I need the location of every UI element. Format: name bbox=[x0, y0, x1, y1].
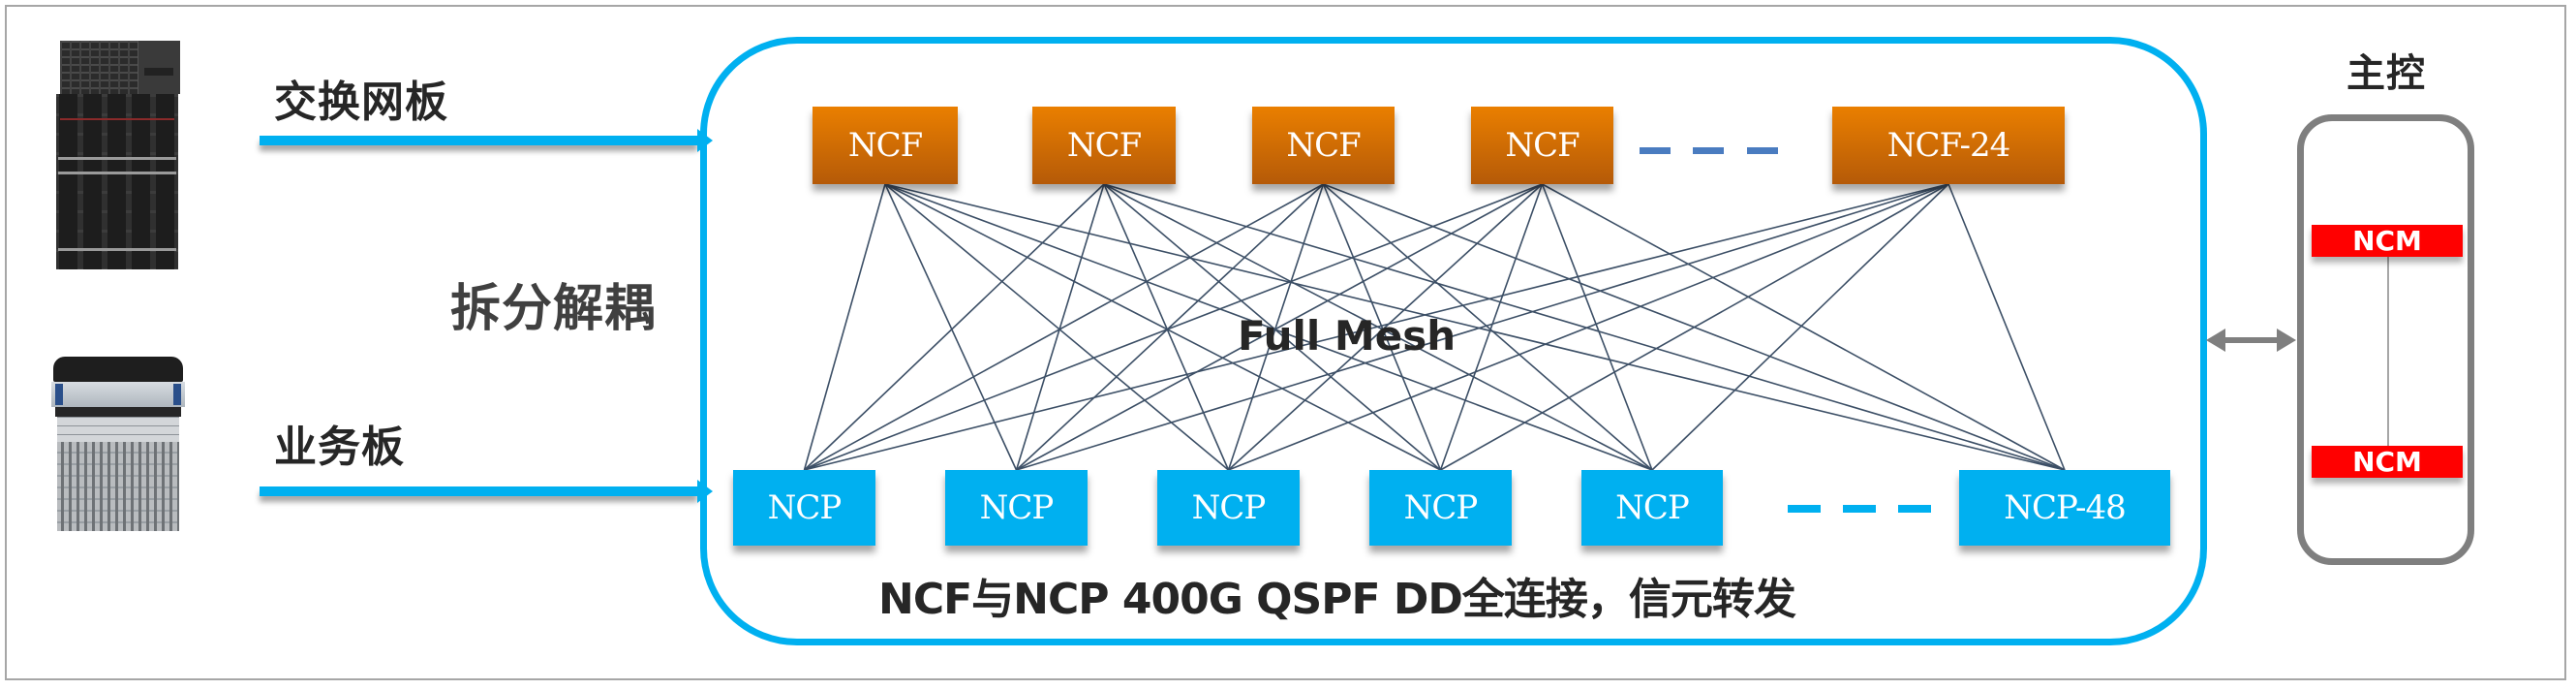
mesh-link-ncf2-ncp0 bbox=[804, 183, 1324, 471]
decouple-label: 拆分解耦 bbox=[450, 280, 657, 338]
mesh-link-ncf0-ncp2 bbox=[884, 183, 1230, 471]
mesh-link-ncf4-ncp2 bbox=[1228, 183, 1949, 471]
mesh-link-ncf1-ncp0 bbox=[803, 183, 1105, 471]
switch-board-connector bbox=[260, 136, 697, 145]
control-container bbox=[2297, 114, 2474, 565]
mesh-link-ncf4-ncp3 bbox=[1440, 183, 1949, 471]
ncf-node: NCF bbox=[1032, 107, 1176, 184]
mesh-link-ncf1-ncp1 bbox=[1015, 183, 1105, 471]
service-board-connector bbox=[260, 486, 697, 496]
mesh-link-ncf2-ncp4 bbox=[1322, 183, 1653, 471]
ncp-node-last: NCP-48 bbox=[1959, 470, 2170, 546]
ellipsis-dash bbox=[1693, 147, 1724, 154]
mesh-link-ncf3-ncp0 bbox=[804, 183, 1543, 471]
mesh-link-ncf1-ncp2 bbox=[1103, 183, 1230, 471]
mesh-link-ncf0-ncp1 bbox=[884, 183, 1018, 471]
full-mesh-label: Full Mesh bbox=[1238, 312, 1457, 360]
arrow-left-icon bbox=[2206, 329, 2225, 352]
ncp-node: NCP bbox=[1581, 470, 1723, 546]
mesh-link-ncf4-ncp1 bbox=[1016, 183, 1949, 471]
ncf-node: NCF bbox=[1252, 107, 1395, 184]
ncm-node: NCM bbox=[2312, 225, 2463, 257]
mesh-link-ncf4-ncp4 bbox=[1651, 183, 1949, 471]
ellipsis-dash bbox=[1788, 505, 1821, 513]
mesh-link-ncf3-ncp5 bbox=[1542, 183, 2066, 471]
ncm-node: NCM bbox=[2312, 446, 2463, 478]
ncp-node: NCP bbox=[945, 470, 1088, 546]
ellipsis-dash bbox=[1747, 147, 1778, 154]
switch-fabric-chassis-icon bbox=[56, 41, 180, 269]
ncp-node: NCP bbox=[1157, 470, 1300, 546]
fabric-caption: NCF与NCP 400G QSPF DD全连接，信元转发 bbox=[878, 575, 1796, 624]
mesh-link-ncf2-ncp2 bbox=[1227, 183, 1325, 471]
fabric-container bbox=[700, 37, 2207, 645]
control-title: 主控 bbox=[2346, 51, 2426, 96]
mesh-link-ncf0-ncp0 bbox=[803, 183, 886, 471]
mesh-link-ncf3-ncp2 bbox=[1227, 183, 1544, 471]
bidirectional-arrow bbox=[2223, 337, 2278, 343]
mesh-link-ncf4-ncp5 bbox=[1947, 183, 2066, 471]
ncf-node-last: NCF-24 bbox=[1832, 107, 2065, 184]
diagram-frame bbox=[5, 5, 2566, 680]
mesh-link-ncf1-ncp5 bbox=[1103, 183, 2066, 471]
mesh-link-ncf4-ncp0 bbox=[804, 183, 1949, 471]
ellipsis-dash bbox=[1640, 147, 1671, 154]
switch-board-label: 交换网板 bbox=[274, 78, 448, 127]
service-board-label: 业务板 bbox=[274, 423, 405, 472]
arrow-right-icon bbox=[2277, 329, 2296, 352]
ncf-node: NCF bbox=[813, 107, 958, 184]
ellipsis-dash bbox=[1898, 505, 1931, 513]
mesh-link-ncf1-ncp3 bbox=[1103, 183, 1442, 471]
mesh-link-ncf2-ncp1 bbox=[1015, 183, 1325, 471]
mesh-link-ncf3-ncp1 bbox=[1016, 183, 1543, 471]
ncf-node: NCF bbox=[1471, 107, 1613, 184]
mesh-link-ncf0-ncp5 bbox=[884, 183, 2066, 471]
service-chassis-icon bbox=[51, 357, 185, 531]
mesh-link-ncf2-ncp3 bbox=[1322, 183, 1442, 471]
ncp-node: NCP bbox=[733, 470, 875, 546]
ncm-redundancy-link bbox=[2387, 257, 2389, 446]
ellipsis-dash bbox=[1843, 505, 1876, 513]
mesh-link-ncf3-ncp3 bbox=[1439, 183, 1544, 471]
mesh-link-ncf3-ncp4 bbox=[1541, 183, 1653, 471]
ncp-node: NCP bbox=[1369, 470, 1512, 546]
